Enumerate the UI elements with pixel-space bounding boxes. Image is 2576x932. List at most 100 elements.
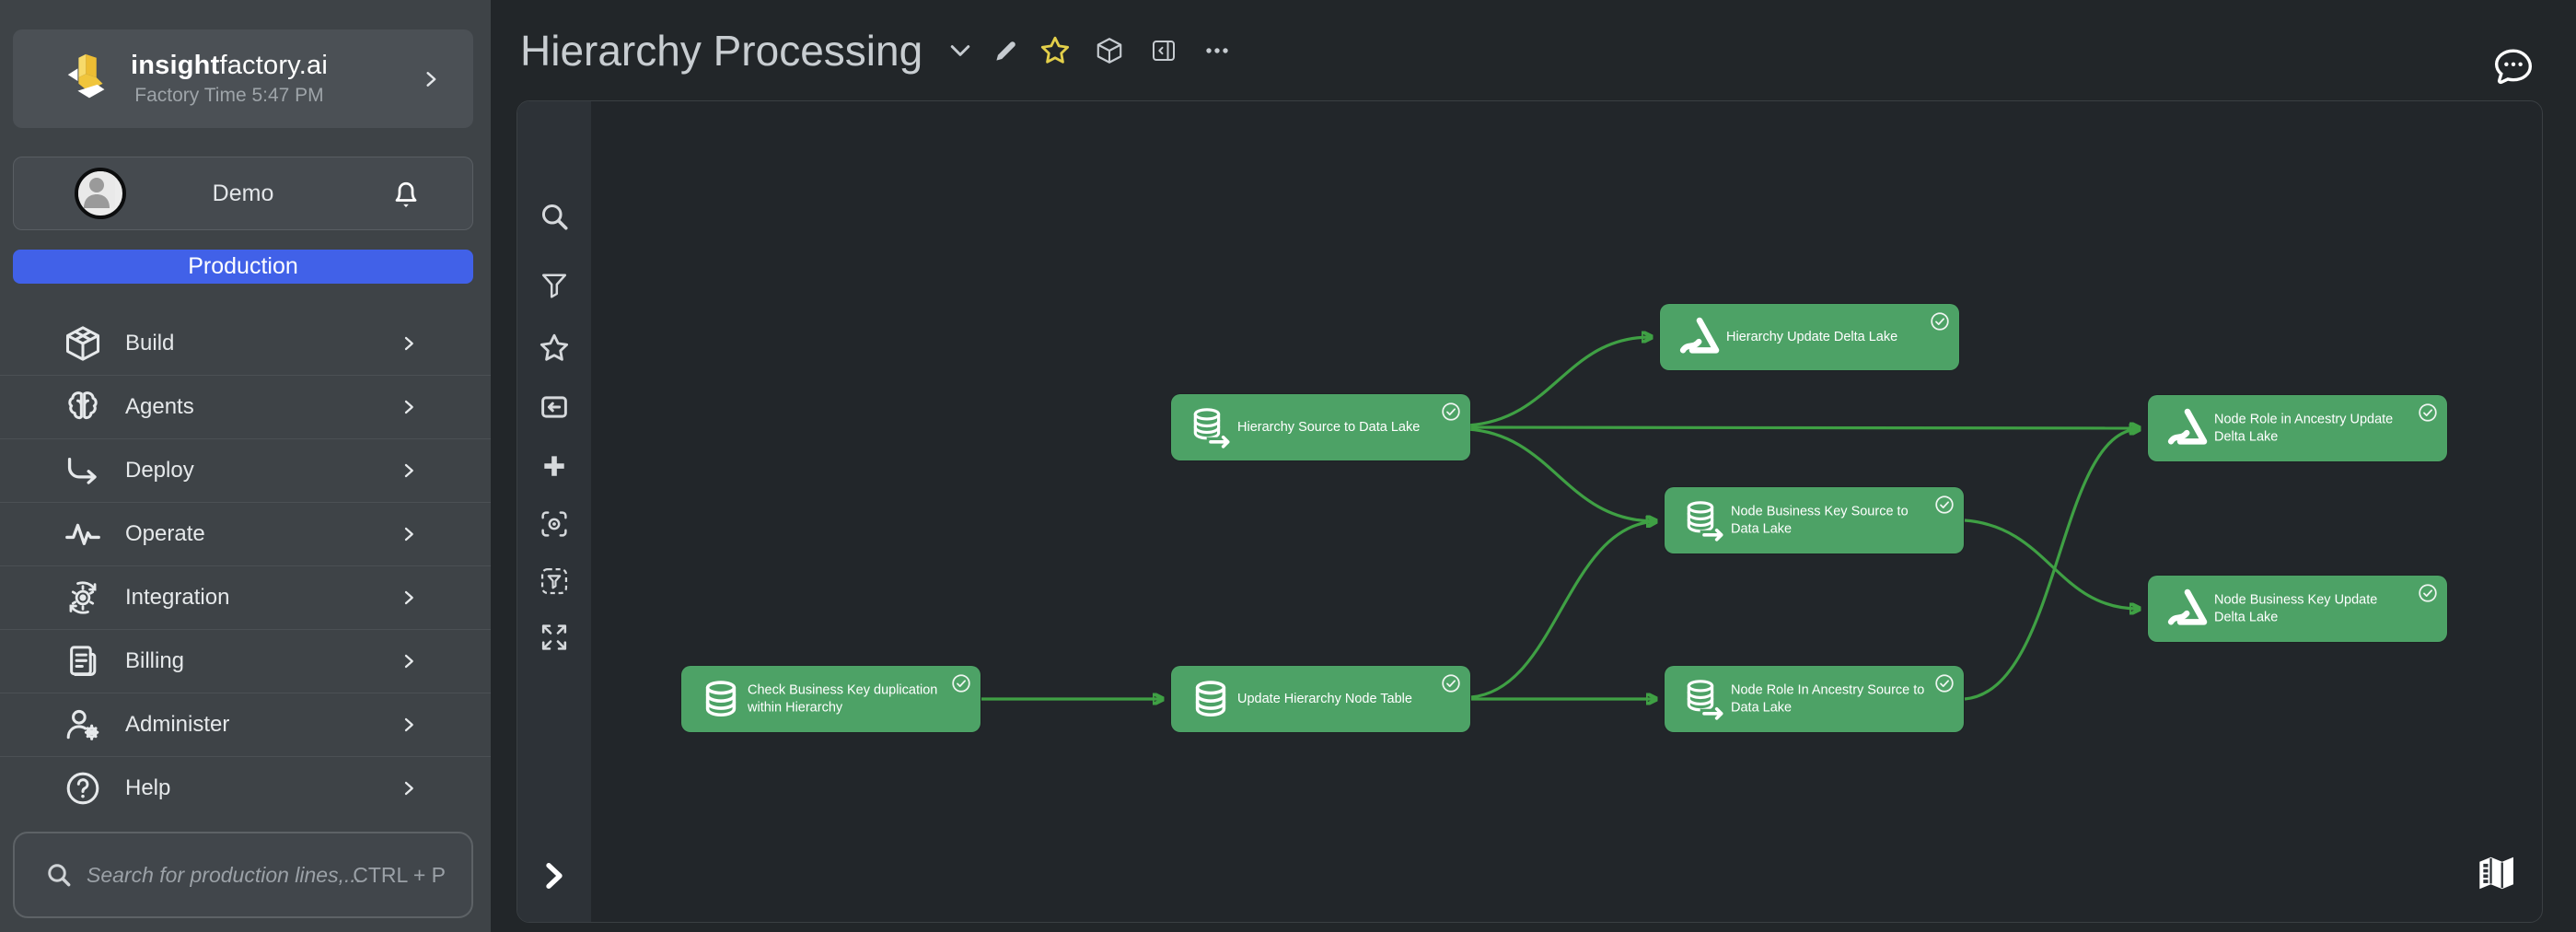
sidebar-item-administer[interactable]: Administer xyxy=(0,693,491,756)
chevron-right-icon xyxy=(400,716,417,733)
brand-text: insightfactory.ai Factory Time 5:47 PM xyxy=(131,51,328,107)
search-shortcut: CTRL + P xyxy=(353,862,446,887)
focus-scan-icon[interactable] xyxy=(538,507,571,541)
invoice-icon xyxy=(70,646,97,676)
delta-lake-icon xyxy=(2166,588,2209,630)
sidebar-item-integration[interactable]: Integration xyxy=(0,565,491,629)
page-title: Hierarchy Processing xyxy=(520,27,923,75)
pipeline-node-hierarchy-source-to-data-lake[interactable]: Hierarchy Source to Data Lake xyxy=(1171,394,1470,460)
favorites-star-icon[interactable] xyxy=(538,332,571,365)
deploy-arrow-icon xyxy=(67,457,97,484)
search-box[interactable]: CTRL + P xyxy=(13,832,473,918)
chevron-right-icon xyxy=(400,780,417,797)
node-label: Node Role in Ancestry Update Delta Lake xyxy=(2214,412,2394,445)
node-label: Node Role In Ancestry Source to Data Lak… xyxy=(1731,682,1925,716)
sidebar-item-help[interactable]: Help xyxy=(0,756,491,820)
pipeline-node-node-business-key-source-to-data-lake[interactable]: Node Business Key Source to Data Lake xyxy=(1665,487,1964,553)
node-label: Hierarchy Source to Data Lake xyxy=(1237,419,1421,435)
filter-funnel-icon[interactable] xyxy=(538,269,571,302)
avatar[interactable] xyxy=(75,168,126,219)
user-card[interactable]: Demo xyxy=(13,157,473,230)
pipeline-node-check-business-key-duplication[interactable]: Check Business Key duplication within Hi… xyxy=(681,666,981,732)
success-check-icon xyxy=(1934,495,1955,515)
database-export-icon xyxy=(1683,499,1725,542)
brand-card[interactable]: insightfactory.ai Factory Time 5:47 PM xyxy=(13,29,473,128)
pipeline-node-hierarchy-update-delta-lake[interactable]: Hierarchy Update Delta Lake xyxy=(1660,304,1959,370)
search-icon[interactable] xyxy=(538,200,571,233)
user-gear-icon xyxy=(66,709,99,740)
sidebar-item-agents[interactable]: Agents xyxy=(0,375,491,438)
sidebar-item-label: Agents xyxy=(125,394,194,419)
sidebar-item-label: Build xyxy=(125,331,175,355)
brand-name-regular: factory.ai xyxy=(219,51,328,80)
sidebar: insightfactory.ai Factory Time 5:47 PM D… xyxy=(0,0,491,932)
sidebar-item-label: Administer xyxy=(125,712,230,737)
add-plus-icon[interactable] xyxy=(538,449,571,483)
filter-area-icon[interactable] xyxy=(538,565,571,598)
pulse-icon xyxy=(65,523,100,545)
sidebar-item-deploy[interactable]: Deploy xyxy=(0,438,491,502)
success-check-icon xyxy=(2418,583,2438,603)
sidebar-item-build[interactable]: Build xyxy=(0,312,491,375)
sidebar-item-operate[interactable]: Operate xyxy=(0,502,491,565)
title-dropdown-chevron-icon[interactable] xyxy=(946,37,974,64)
success-check-icon xyxy=(1441,402,1461,422)
avatar-photo xyxy=(78,171,115,208)
topbar: Hierarchy Processing xyxy=(516,0,2576,101)
success-check-icon xyxy=(1934,673,1955,693)
help-icon xyxy=(66,772,99,805)
insightfactory-logo-icon xyxy=(67,53,105,98)
sidebar-menu: Build Agents xyxy=(0,312,491,820)
sidebar-item-label: Integration xyxy=(125,585,230,610)
success-check-icon xyxy=(1441,673,1461,693)
flow-canvas[interactable] xyxy=(516,100,2543,923)
brain-icon xyxy=(68,391,98,420)
delta-lake-icon xyxy=(2166,407,2209,449)
favorite-star-icon[interactable] xyxy=(1039,34,1072,67)
pipeline-node-node-business-key-update-delta-lake[interactable]: Node Business Key Update Delta Lake xyxy=(2148,576,2447,642)
fit-view-expand-icon[interactable] xyxy=(538,621,571,654)
sidebar-item-billing[interactable]: Billing xyxy=(0,629,491,693)
chevron-right-icon xyxy=(400,462,417,479)
database-export-icon xyxy=(1683,678,1725,720)
collapse-left-icon[interactable] xyxy=(538,390,571,424)
success-check-icon xyxy=(951,673,971,693)
notifications-bell-icon[interactable] xyxy=(388,175,424,212)
database-export-icon xyxy=(1189,406,1232,449)
package-cube-icon[interactable] xyxy=(1094,35,1125,66)
sidebar-item-label: Billing xyxy=(125,648,185,673)
user-name: Demo xyxy=(212,180,274,206)
canvas-tool-rail xyxy=(517,101,591,922)
database-icon xyxy=(1189,678,1232,720)
success-check-icon xyxy=(1930,311,1950,332)
expand-rail-chevron-icon[interactable] xyxy=(540,861,569,891)
node-label: Update Hierarchy Node Table xyxy=(1237,691,1412,706)
search-input[interactable] xyxy=(85,861,365,889)
chevron-right-icon xyxy=(400,653,417,670)
pipeline-node-node-role-in-ancestry-update-delta-lake[interactable]: Node Role in Ancestry Update Delta Lake xyxy=(2148,395,2447,461)
environment-production-button[interactable]: Production xyxy=(13,250,473,284)
more-options-ellipsis-icon[interactable] xyxy=(1201,34,1234,67)
chevron-right-icon xyxy=(400,399,417,415)
sidebar-item-label: Operate xyxy=(125,521,205,546)
node-label: Node Business Key Update Delta Lake xyxy=(2214,592,2378,625)
edit-pencil-icon[interactable] xyxy=(992,37,1020,64)
chevron-right-icon[interactable] xyxy=(422,70,440,88)
minimap-toggle-icon[interactable] xyxy=(2474,852,2520,894)
chat-feedback-icon[interactable] xyxy=(2491,46,2535,87)
chevron-right-icon xyxy=(400,589,417,606)
integration-gear-icon xyxy=(69,581,97,614)
brand-name-bold: insight xyxy=(131,51,220,80)
search-icon xyxy=(48,864,71,887)
node-label: Check Business Key duplication within Hi… xyxy=(748,682,938,716)
chevron-right-icon xyxy=(400,526,417,542)
sidebar-item-label: Deploy xyxy=(125,458,194,483)
pipeline-node-node-role-in-ancestry-source-to-data-lake[interactable]: Node Role In Ancestry Source to Data Lak… xyxy=(1665,666,1964,732)
factory-time: Factory Time 5:47 PM xyxy=(134,85,324,106)
pipeline-node-update-hierarchy-node-table[interactable]: Update Hierarchy Node Table xyxy=(1171,666,1470,732)
node-label: Hierarchy Update Delta Lake xyxy=(1726,329,1898,344)
collapse-sidepanel-icon[interactable] xyxy=(1149,36,1178,65)
database-icon xyxy=(700,678,742,720)
chevron-right-icon xyxy=(400,335,417,352)
